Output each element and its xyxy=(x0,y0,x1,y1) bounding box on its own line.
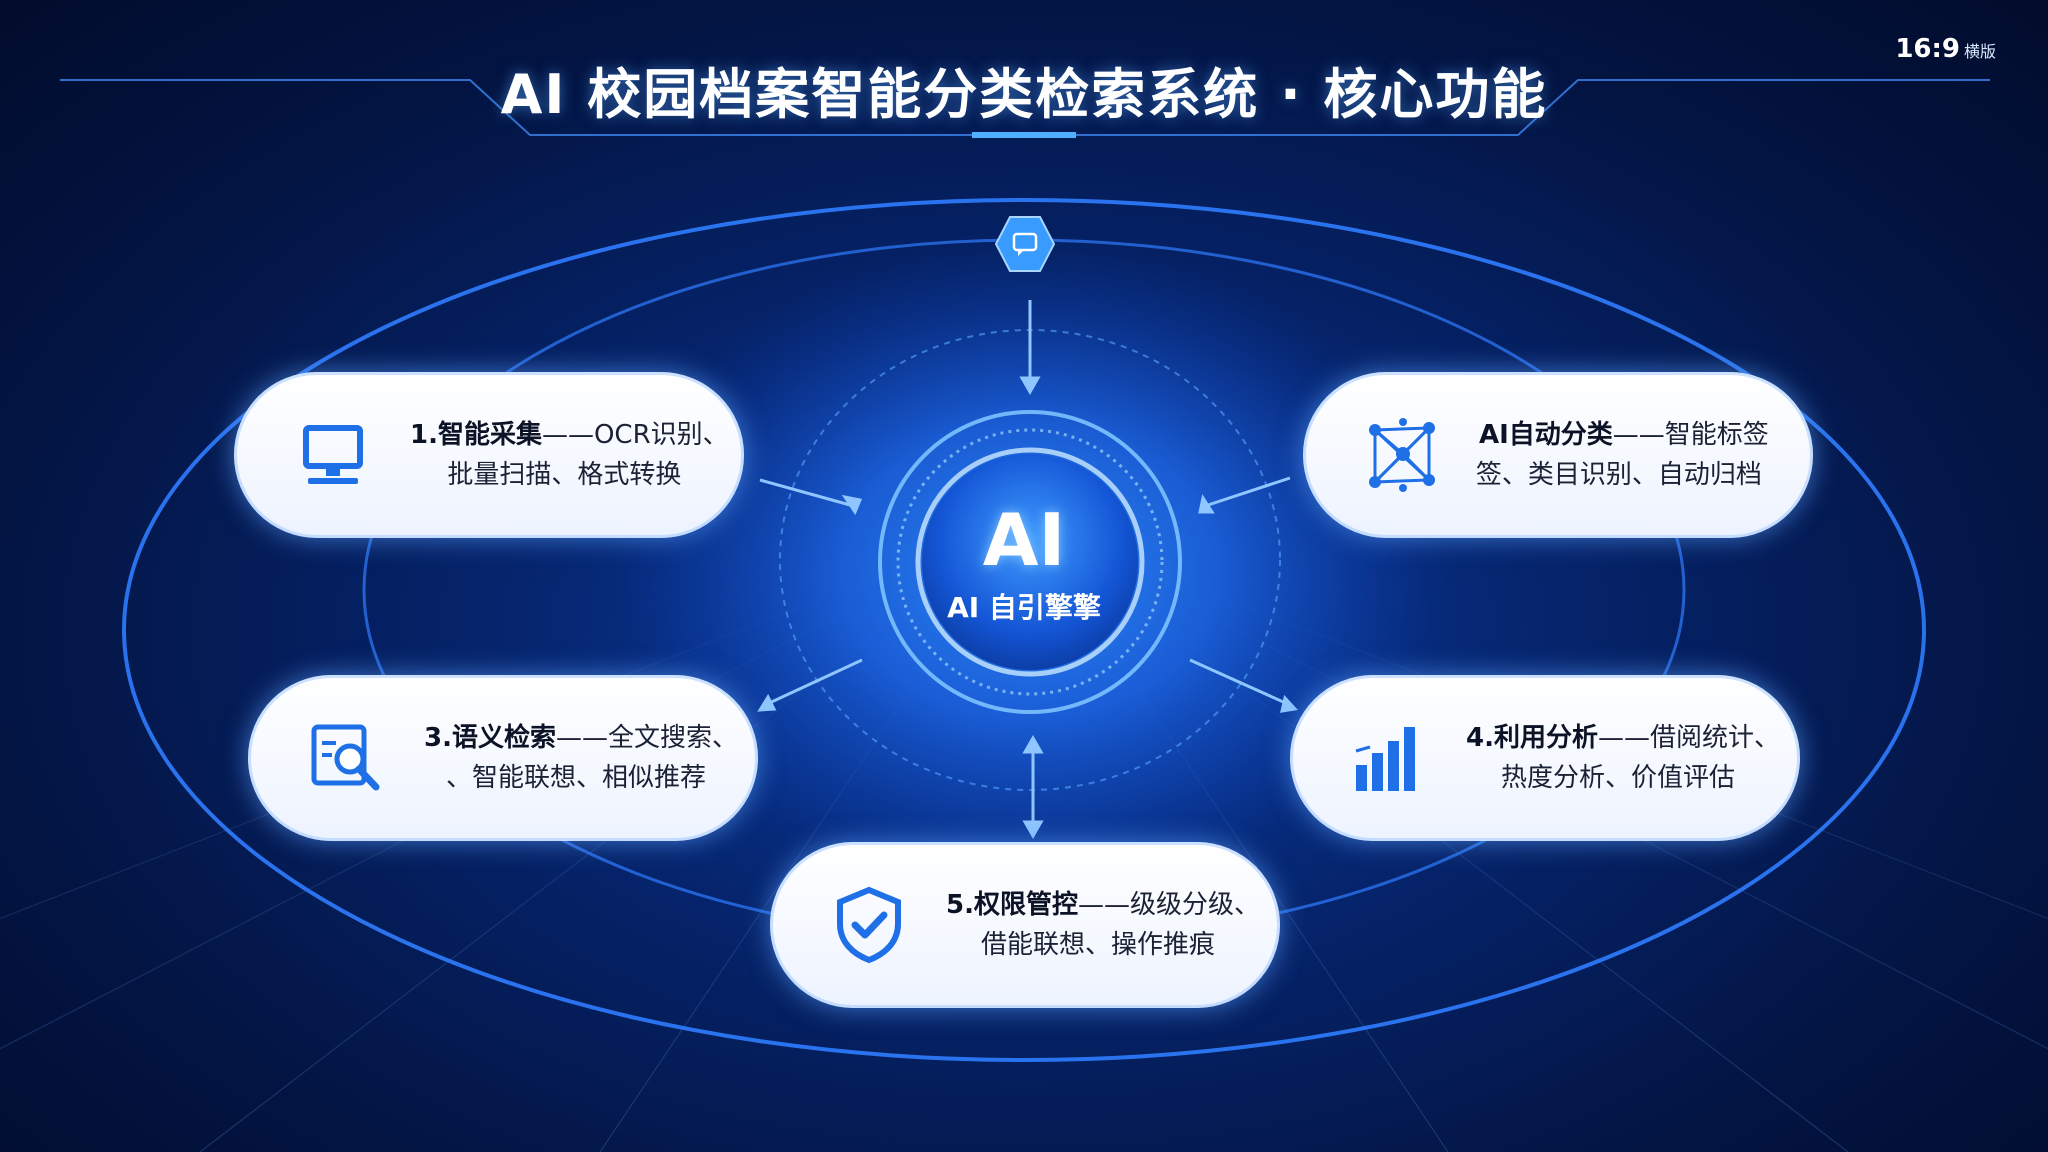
header-accent-bar xyxy=(972,132,1076,138)
hub-subtitle: AI 自引擎擎 xyxy=(947,591,1101,624)
feature-detail: ——全文搜索、 xyxy=(555,723,738,753)
feature-card-classify[interactable]: AI自动分类——智能标签 签、类目识别、自动归档 xyxy=(1303,372,1813,538)
aspect-ratio-label: 横版 xyxy=(1963,42,1996,61)
feature-heading: 3.语义检索 xyxy=(424,723,556,753)
feature-heading: 5.权限管控 xyxy=(946,890,1078,920)
feature-text: 5.权限管控——级级分级、 借能联想、操作推痕 xyxy=(946,885,1260,965)
feature-text: 1.智能采集——OCR识别、 批量扫描、格式转换 xyxy=(410,415,729,495)
network-graph-icon xyxy=(1369,418,1435,492)
feature-card-collect[interactable]: 1.智能采集——OCR识别、 批量扫描、格式转换 xyxy=(234,372,744,538)
ai-engine-hub: AI AI 自引擎擎 xyxy=(924,464,1124,664)
feature-card-permission[interactable]: 5.权限管控——级级分级、 借能联想、操作推痕 xyxy=(770,842,1280,1008)
feature-text: 4.利用分析——借阅统计、 热度分析、价值评估 xyxy=(1466,718,1780,798)
aspect-ratio-badge: 16:9 横版 xyxy=(1895,34,1996,64)
feature-detail: ——智能标签 xyxy=(1612,420,1769,450)
feature-card-search[interactable]: 3.语义检索——全文搜索、 、智能联想、相似推荐 xyxy=(248,675,758,841)
hub-disc xyxy=(922,454,1138,670)
feature-detail-line2: 批量扫描、格式转换 xyxy=(447,460,682,490)
feature-heading: 4.利用分析 xyxy=(1466,723,1598,753)
chat-node-icon xyxy=(994,216,1056,272)
aspect-ratio-number: 16:9 xyxy=(1895,34,1960,64)
feature-card-analysis[interactable]: 4.利用分析——借阅统计、 热度分析、价值评估 xyxy=(1290,675,1800,841)
bar-chart-icon xyxy=(1355,727,1415,791)
feature-heading: 1.智能采集 xyxy=(410,420,542,450)
feature-detail-line2: 借能联想、操作推痕 xyxy=(980,930,1215,960)
document-search-icon xyxy=(311,724,380,791)
feature-text: 3.语义检索——全文搜索、 、智能联想、相似推荐 xyxy=(424,718,738,798)
feature-detail-line2: 签、类目识别、自动归档 xyxy=(1475,460,1762,490)
connector-arrows xyxy=(757,300,1298,840)
feature-detail: ——借阅统计、 xyxy=(1597,723,1780,753)
computer-monitor-icon xyxy=(303,425,363,484)
feature-detail-line2: 热度分析、价值评估 xyxy=(1500,763,1735,793)
shield-check-icon xyxy=(837,886,901,964)
feature-detail: ——OCR识别、 xyxy=(541,420,729,450)
feature-detail-line2: 、智能联想、相似推荐 xyxy=(445,763,706,793)
feature-text: AI自动分类——智能标签 签、类目识别、自动归档 xyxy=(1476,415,1769,495)
feature-detail: ——级级分级、 xyxy=(1077,890,1260,920)
page-title: AI 校园档案智能分类检索系统 · 核心功能 xyxy=(500,63,1548,126)
feature-heading: AI自动分类 xyxy=(1479,420,1613,450)
hub-title: AI xyxy=(982,498,1066,582)
